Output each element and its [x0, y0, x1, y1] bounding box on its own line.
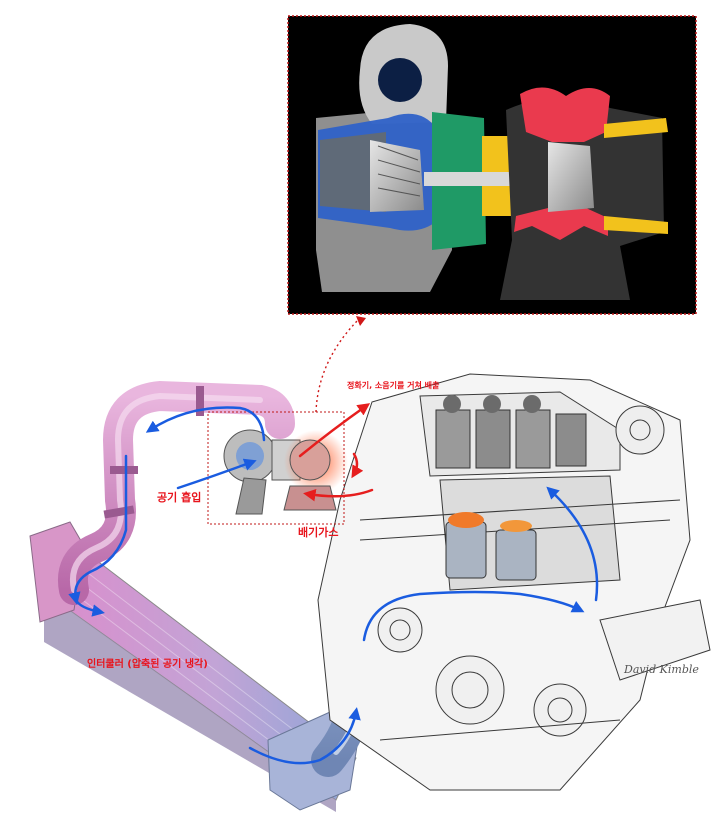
engine-block: [317, 373, 711, 791]
cylinder-head-cutaway: [435, 395, 587, 469]
label-intercooler: 인터쿨러 (압축된 공기 냉각): [87, 659, 208, 670]
turbine-outlet-flange: [604, 118, 668, 138]
turbine-section-top: [520, 87, 610, 142]
label-air-intake: 공기 흡입: [157, 491, 202, 504]
turbine-section-bottom: [514, 208, 608, 240]
hot-air-pipe-highlight: [70, 392, 263, 593]
label-exhaust-out: 정화기, 소음기를 거쳐 배출: [347, 381, 440, 390]
pistons: [445, 512, 537, 581]
intake-flow-arrows: [68, 406, 599, 765]
label-exhaust-gas: 배기가스: [298, 526, 339, 539]
compressor-wheel: [370, 140, 424, 212]
pipe-clamp-3: [196, 386, 204, 416]
callout-arrowhead: [356, 316, 366, 326]
turbo-cutaway-inset: [287, 15, 697, 315]
turbocharger-in-system: [207, 411, 348, 525]
exhaust-flow-arrows: [298, 403, 374, 502]
compressor-inlet: [320, 132, 386, 212]
artist-signature: David Kimble: [624, 663, 699, 676]
pipe-clamp-2: [110, 466, 138, 474]
combustion-glow: [448, 512, 484, 528]
volute-bore: [378, 58, 422, 102]
callout-dotted-line: [315, 317, 361, 413]
turbine-outlet-flange-bottom: [604, 216, 668, 234]
turbine-wheel: [548, 142, 594, 212]
